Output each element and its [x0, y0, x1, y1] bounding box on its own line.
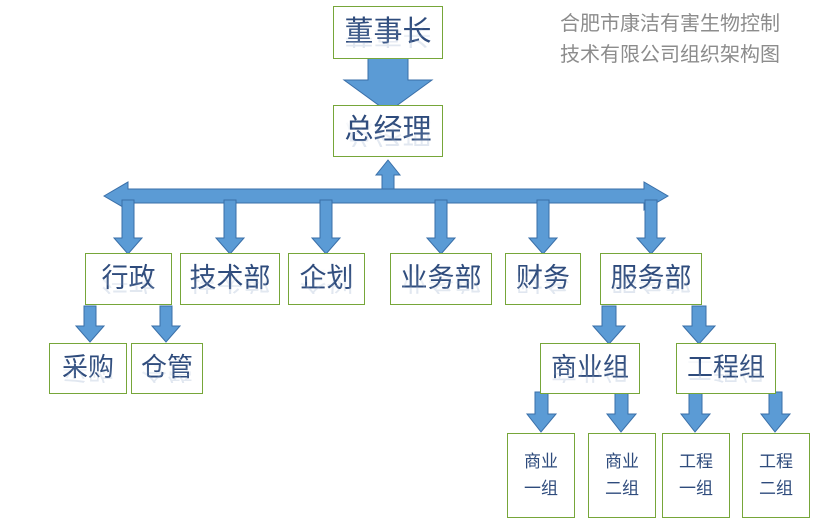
- node-commercial-team-1-label: 商业 一组: [524, 449, 558, 502]
- node-warehouse[interactable]: 仓管: [131, 343, 203, 394]
- node-engineering-team-1-line-2: 一组: [679, 478, 713, 498]
- node-commercial-team-2-line-1: 商业: [605, 452, 639, 472]
- node-dept-finance-label: 财务: [516, 263, 570, 294]
- node-dept-planning-label: 企划: [300, 263, 354, 294]
- node-engineering-group[interactable]: 工程组: [676, 343, 776, 394]
- node-engineering-team-2-line-2: 二组: [759, 478, 793, 498]
- arrow-engineering-to-sub-1: [679, 391, 712, 433]
- node-chairman[interactable]: 董事长: [333, 6, 443, 59]
- arrow-bar-to-dept-6: [635, 199, 667, 255]
- arrow-chairman-to-gm: [342, 57, 434, 113]
- node-engineering-team-1-line-1: 工程: [679, 452, 713, 472]
- node-commercial-group[interactable]: 商业组: [540, 343, 640, 394]
- chart-title-line-1: 合肥市康洁有害生物控制: [560, 11, 780, 35]
- node-dept-service[interactable]: 服务部: [600, 253, 702, 305]
- node-purchasing[interactable]: 采购: [49, 343, 127, 394]
- node-general-manager-label: 总经理: [344, 114, 431, 147]
- arrow-commercial-to-sub-1: [525, 391, 558, 433]
- node-engineering-team-1[interactable]: 工程 一组: [662, 433, 730, 518]
- arrow-bar-to-dept-5: [527, 199, 559, 255]
- node-engineering-team-1-label: 工程 一组: [679, 449, 713, 502]
- node-engineering-team-2-label: 工程 二组: [759, 449, 793, 502]
- node-purchasing-label: 采购: [62, 354, 114, 383]
- node-commercial-team-2-label: 商业 二组: [605, 449, 639, 502]
- node-dept-finance[interactable]: 财务: [505, 253, 581, 305]
- node-chairman-label: 董事长: [344, 16, 431, 49]
- node-dept-planning[interactable]: 企划: [288, 253, 365, 305]
- arrow-service-to-commercial: [591, 305, 627, 345]
- arrow-bar-to-dept-3: [310, 199, 342, 255]
- node-dept-business-label: 业务部: [401, 263, 482, 294]
- node-warehouse-label: 仓管: [141, 354, 193, 383]
- node-dept-technical[interactable]: 技术部: [180, 253, 280, 305]
- node-commercial-team-1[interactable]: 商业 一组: [507, 433, 575, 518]
- node-general-manager[interactable]: 总经理: [333, 105, 443, 157]
- node-dept-technical-label: 技术部: [190, 263, 271, 294]
- node-engineering-team-2[interactable]: 工程 二组: [742, 433, 810, 518]
- chart-title-line-2: 技术有限公司组织架构图: [560, 42, 780, 66]
- arrow-commercial-to-sub-2: [605, 391, 638, 433]
- node-commercial-team-1-line-2: 一组: [524, 478, 558, 498]
- arrow-bar-to-dept-4: [425, 199, 457, 255]
- node-engineering-team-2-line-1: 工程: [759, 452, 793, 472]
- arrow-admin-to-warehouse: [150, 305, 182, 343]
- node-dept-service-label: 服务部: [611, 263, 692, 294]
- arrow-engineering-to-sub-2: [759, 391, 792, 433]
- arrow-service-to-engineering: [681, 305, 717, 345]
- node-commercial-team-1-line-1: 商业: [524, 452, 558, 472]
- arrow-bar-to-dept-1: [112, 199, 144, 255]
- node-engineering-group-label: 工程组: [687, 354, 765, 383]
- node-dept-administration-label: 行政: [102, 263, 156, 294]
- node-commercial-group-label: 商业组: [551, 354, 629, 383]
- node-dept-business[interactable]: 业务部: [390, 253, 492, 305]
- node-commercial-team-2-line-2: 二组: [605, 478, 639, 498]
- arrow-admin-to-purchasing: [74, 305, 106, 343]
- arrow-bar-to-dept-2: [214, 199, 246, 255]
- node-dept-administration[interactable]: 行政: [85, 253, 172, 305]
- node-commercial-team-2[interactable]: 商业 二组: [588, 433, 656, 518]
